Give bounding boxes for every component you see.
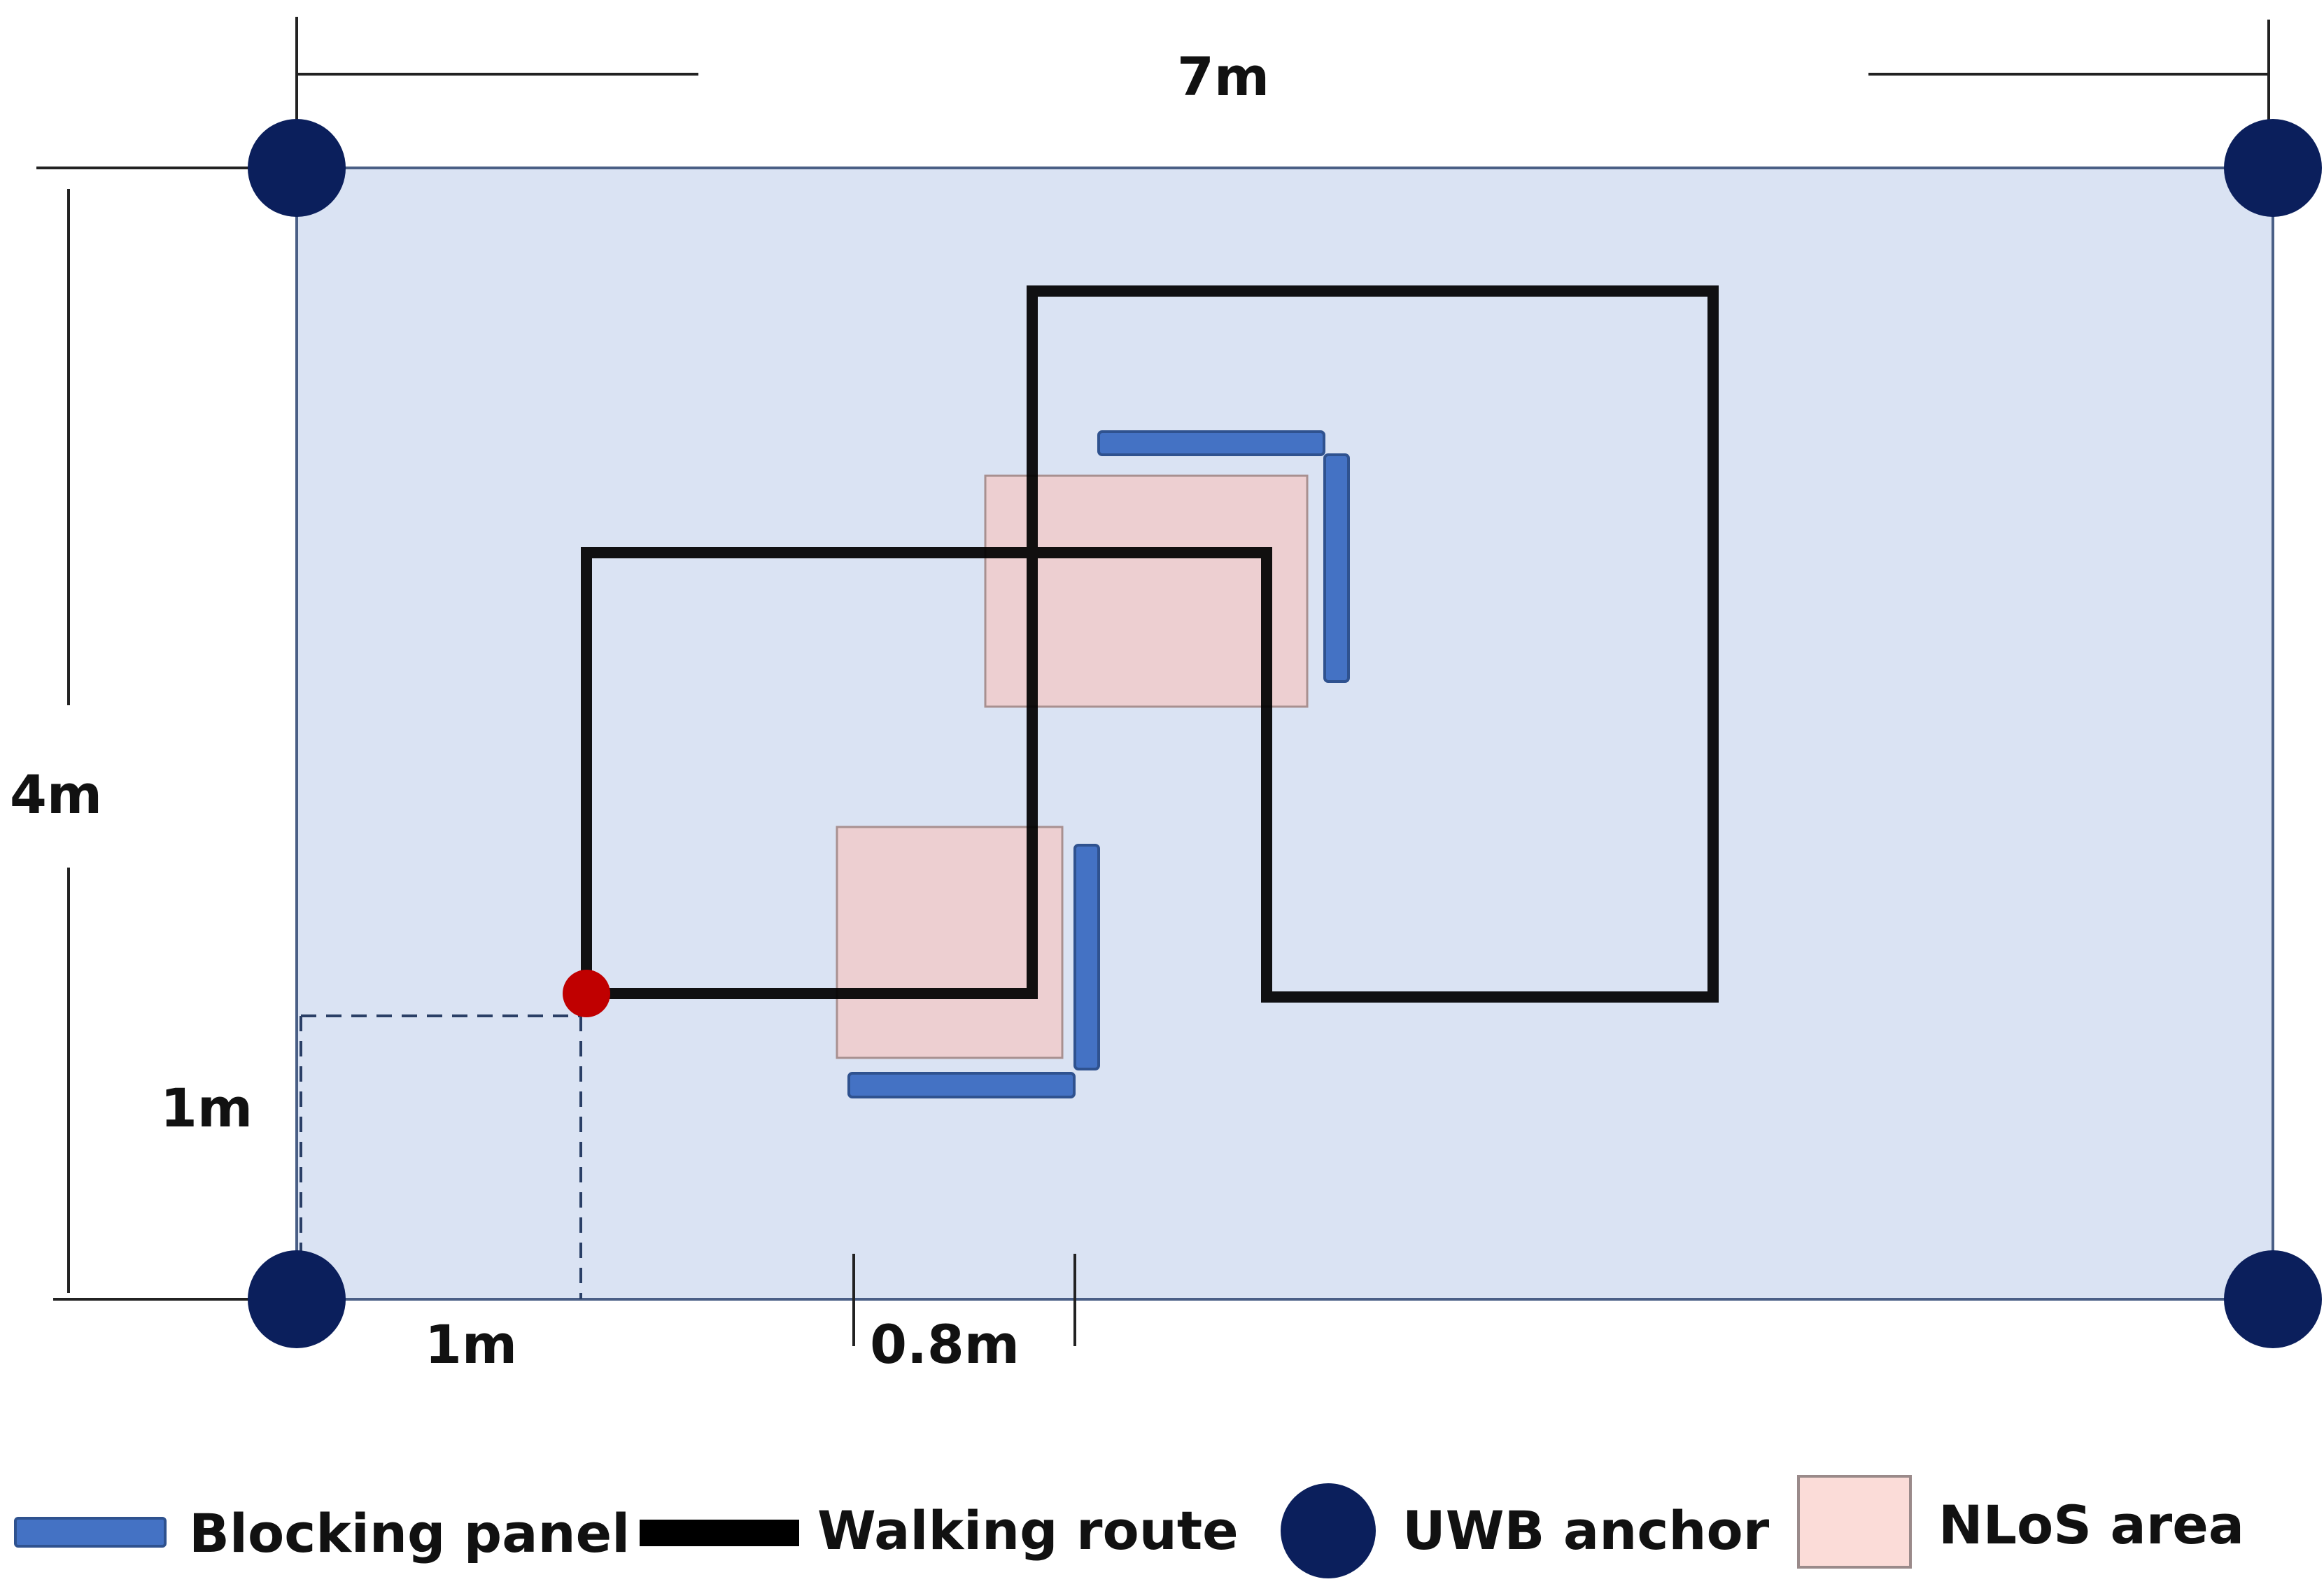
uwb-anchor-top-right — [2224, 119, 2322, 217]
blocking-panel-lower-right — [1073, 844, 1100, 1070]
legend-uwb-anchor-label: UWB anchor — [1402, 1499, 1770, 1562]
blocking-panel-bottom — [847, 1072, 1076, 1098]
width-label: 7m — [1177, 45, 1269, 108]
legend-blocking-panel-label: Blocking panel — [189, 1502, 630, 1564]
room-floor — [295, 167, 2274, 1301]
nlos-area-upper — [984, 474, 1309, 708]
uwb-anchor-bottom-right — [2224, 1250, 2322, 1348]
legend-walking-route-label: Walking route — [817, 1499, 1239, 1562]
gap-label: 0.8m — [870, 1313, 1020, 1376]
uwb-anchor-top-left — [248, 119, 346, 217]
legend: Blocking panel Walking route UWB anchor … — [14, 1475, 2244, 1578]
height-label: 4m — [10, 763, 102, 826]
legend-walking-route-swatch — [640, 1520, 799, 1546]
offset-x-label: 1m — [425, 1313, 517, 1376]
nlos-area-lower — [836, 826, 1064, 1059]
legend-nlos-area-label: NLoS area — [1938, 1494, 2244, 1556]
uwb-anchor-bottom-left — [248, 1250, 346, 1348]
dimension-lines — [36, 17, 2270, 1346]
offset-y-label: 1m — [160, 1077, 253, 1139]
legend-nlos-area-swatch — [1797, 1475, 1912, 1569]
legend-blocking-panel-swatch — [14, 1517, 167, 1548]
blocking-panel-top — [1097, 430, 1325, 456]
legend-uwb-anchor-icon — [1281, 1483, 1376, 1578]
start-point — [563, 970, 610, 1017]
walking-route — [581, 285, 1719, 1003]
blocking-panel-right — [1323, 453, 1350, 683]
